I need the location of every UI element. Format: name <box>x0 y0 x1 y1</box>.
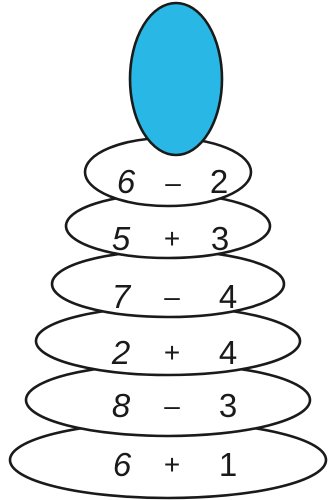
ring-3-second-number: 4 <box>219 278 237 315</box>
ring-1-first-number: 6 <box>117 163 136 200</box>
ring-1-operator: – <box>165 167 181 198</box>
ring-2-operator: + <box>164 223 180 254</box>
blue-cap <box>130 3 222 155</box>
ring-2-second-number: 3 <box>211 220 229 257</box>
ring-2-first-number: 5 <box>112 220 131 257</box>
ring-5-operator: – <box>164 390 180 421</box>
ring-3-first-number: 7 <box>112 278 132 315</box>
ring-6-operator: + <box>164 449 180 480</box>
ring-6-first-number: 6 <box>113 446 132 483</box>
ring-5-first-number: 8 <box>112 387 131 424</box>
ring-5-second-number: 3 <box>219 387 237 424</box>
ring-4-operator: + <box>164 337 180 368</box>
ring-6-second-number: 1 <box>219 446 237 483</box>
ring-4-second-number: 4 <box>219 334 237 371</box>
ring-4-first-number: 2 <box>111 334 130 371</box>
ring-1-second-number: 2 <box>210 163 228 200</box>
ring-3-operator: – <box>164 281 180 312</box>
